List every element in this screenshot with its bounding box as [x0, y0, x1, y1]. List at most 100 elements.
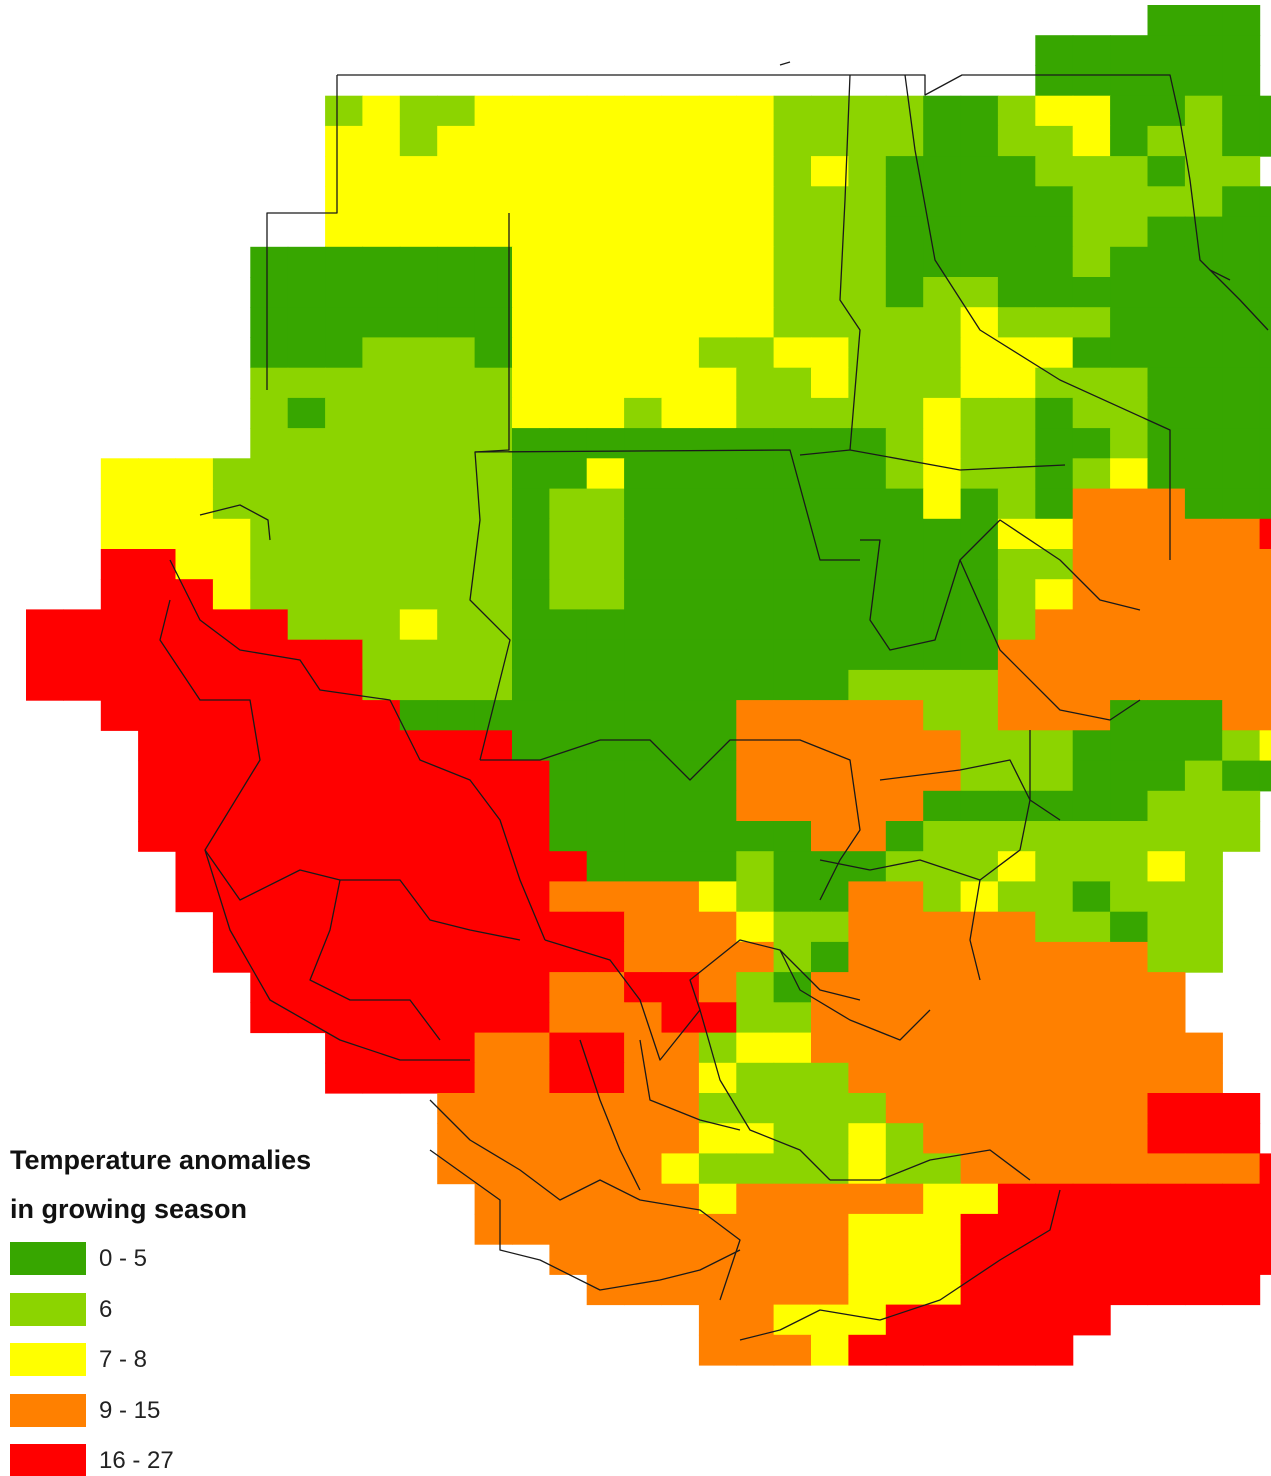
- grid-cell: [1184, 307, 1223, 338]
- grid-cell: [1259, 307, 1271, 338]
- grid-cell: [624, 1274, 663, 1306]
- grid-cell: [885, 579, 924, 610]
- grid-cell: [997, 156, 1036, 187]
- grid-cell: [698, 911, 737, 943]
- grid-cell: [1072, 65, 1111, 97]
- grid-cell: [624, 911, 663, 943]
- grid-cell: [549, 337, 588, 369]
- boundary-line: [199, 504, 271, 541]
- grid-cell: [437, 941, 476, 973]
- grid-cell: [549, 1062, 588, 1094]
- grid-cell: [1259, 760, 1271, 792]
- grid-cell: [923, 95, 962, 127]
- grid-cell: [362, 488, 401, 520]
- grid-cell: [1184, 125, 1223, 157]
- grid-cell: [661, 790, 700, 822]
- grid-cell: [1072, 125, 1111, 157]
- grid-cell: [1147, 277, 1186, 308]
- grid-cell: [1259, 186, 1271, 218]
- grid-cell: [1035, 307, 1074, 338]
- grid-cell: [325, 1062, 364, 1094]
- grid-cell: [624, 609, 663, 641]
- grid-cell: [736, 609, 775, 641]
- boundary-line: [959, 559, 1141, 721]
- grid-cell: [997, 639, 1036, 671]
- grid-cell: [1035, 1244, 1074, 1275]
- grid-cell: [1072, 307, 1111, 338]
- grid-cell: [1072, 1123, 1111, 1154]
- grid-cell: [586, 337, 625, 369]
- grid-cell: [1147, 5, 1186, 36]
- grid-cell: [474, 186, 513, 218]
- grid-cell: [586, 941, 625, 973]
- grid-cell: [1147, 1002, 1186, 1034]
- grid-cell: [1184, 549, 1223, 580]
- grid-cell: [1259, 579, 1271, 610]
- grid-cell: [549, 216, 588, 248]
- grid-cell: [1110, 941, 1149, 973]
- grid-cell: [661, 95, 700, 127]
- grid-cell: [250, 337, 289, 369]
- grid-cell: [997, 1244, 1036, 1275]
- grid-cell: [1035, 700, 1074, 731]
- grid-cell: [923, 821, 962, 852]
- grid-cell: [624, 95, 663, 127]
- legend-label: 9 - 15: [99, 1396, 161, 1424]
- grid-cell: [960, 518, 999, 550]
- grid-cell: [474, 1123, 513, 1154]
- grid-cell: [1222, 1274, 1261, 1306]
- grid-cell: [586, 307, 625, 338]
- grid-cell: [848, 1213, 887, 1245]
- grid-cell: [773, 881, 812, 913]
- grid-cell: [885, 1093, 924, 1124]
- grid-cell: [885, 277, 924, 308]
- grid-cell: [512, 397, 550, 429]
- grid-cell: [698, 397, 737, 429]
- grid-cell: [212, 639, 251, 671]
- grid-cell: [923, 186, 962, 218]
- grid-cell: [586, 579, 625, 610]
- grid-cell: [512, 1002, 550, 1034]
- grid-cell: [811, 1274, 849, 1306]
- legend-item: 0 - 5: [10, 1234, 410, 1285]
- grid-cell: [1072, 488, 1111, 520]
- grid-cell: [325, 307, 364, 338]
- boundary-line: [849, 449, 1066, 471]
- grid-cell: [138, 609, 177, 641]
- grid-cell: [661, 337, 700, 369]
- grid-cell: [474, 216, 513, 248]
- grid-cell: [1072, 881, 1111, 913]
- grid-cell: [698, 972, 737, 1003]
- grid-cell: [811, 518, 849, 550]
- grid-cell: [736, 337, 775, 369]
- grid-cell: [960, 1032, 999, 1064]
- grid-cell: [512, 851, 550, 882]
- grid-cell: [586, 881, 625, 913]
- grid-cell: [175, 458, 214, 490]
- grid-cell: [362, 730, 401, 762]
- grid-cell: [175, 881, 214, 913]
- grid-cell: [923, 428, 962, 459]
- grid-cell: [437, 428, 476, 459]
- grid-cell: [399, 821, 438, 852]
- grid-cell: [960, 246, 999, 278]
- grid-cell: [698, 216, 737, 248]
- boundary-line: [600, 739, 861, 901]
- grid-cell: [26, 609, 64, 641]
- grid-cell: [811, 821, 849, 852]
- boundary-line: [879, 759, 1031, 981]
- grid-cell: [1072, 1002, 1111, 1034]
- grid-cell: [474, 337, 513, 369]
- grid-cell: [474, 428, 513, 459]
- grid-cell: [848, 428, 887, 459]
- grid-cell: [325, 95, 364, 127]
- grid-cell: [287, 518, 326, 550]
- grid-cell: [1035, 941, 1074, 973]
- grid-cell: [586, 246, 625, 278]
- grid-cell: [399, 669, 438, 701]
- legend-label: 16 - 27: [99, 1447, 174, 1474]
- grid-cell: [997, 1062, 1036, 1094]
- grid-cell: [474, 972, 513, 1003]
- legend-title-line-1: Temperature anomalies: [10, 1145, 312, 1175]
- legend-item: 16 - 27: [10, 1436, 410, 1476]
